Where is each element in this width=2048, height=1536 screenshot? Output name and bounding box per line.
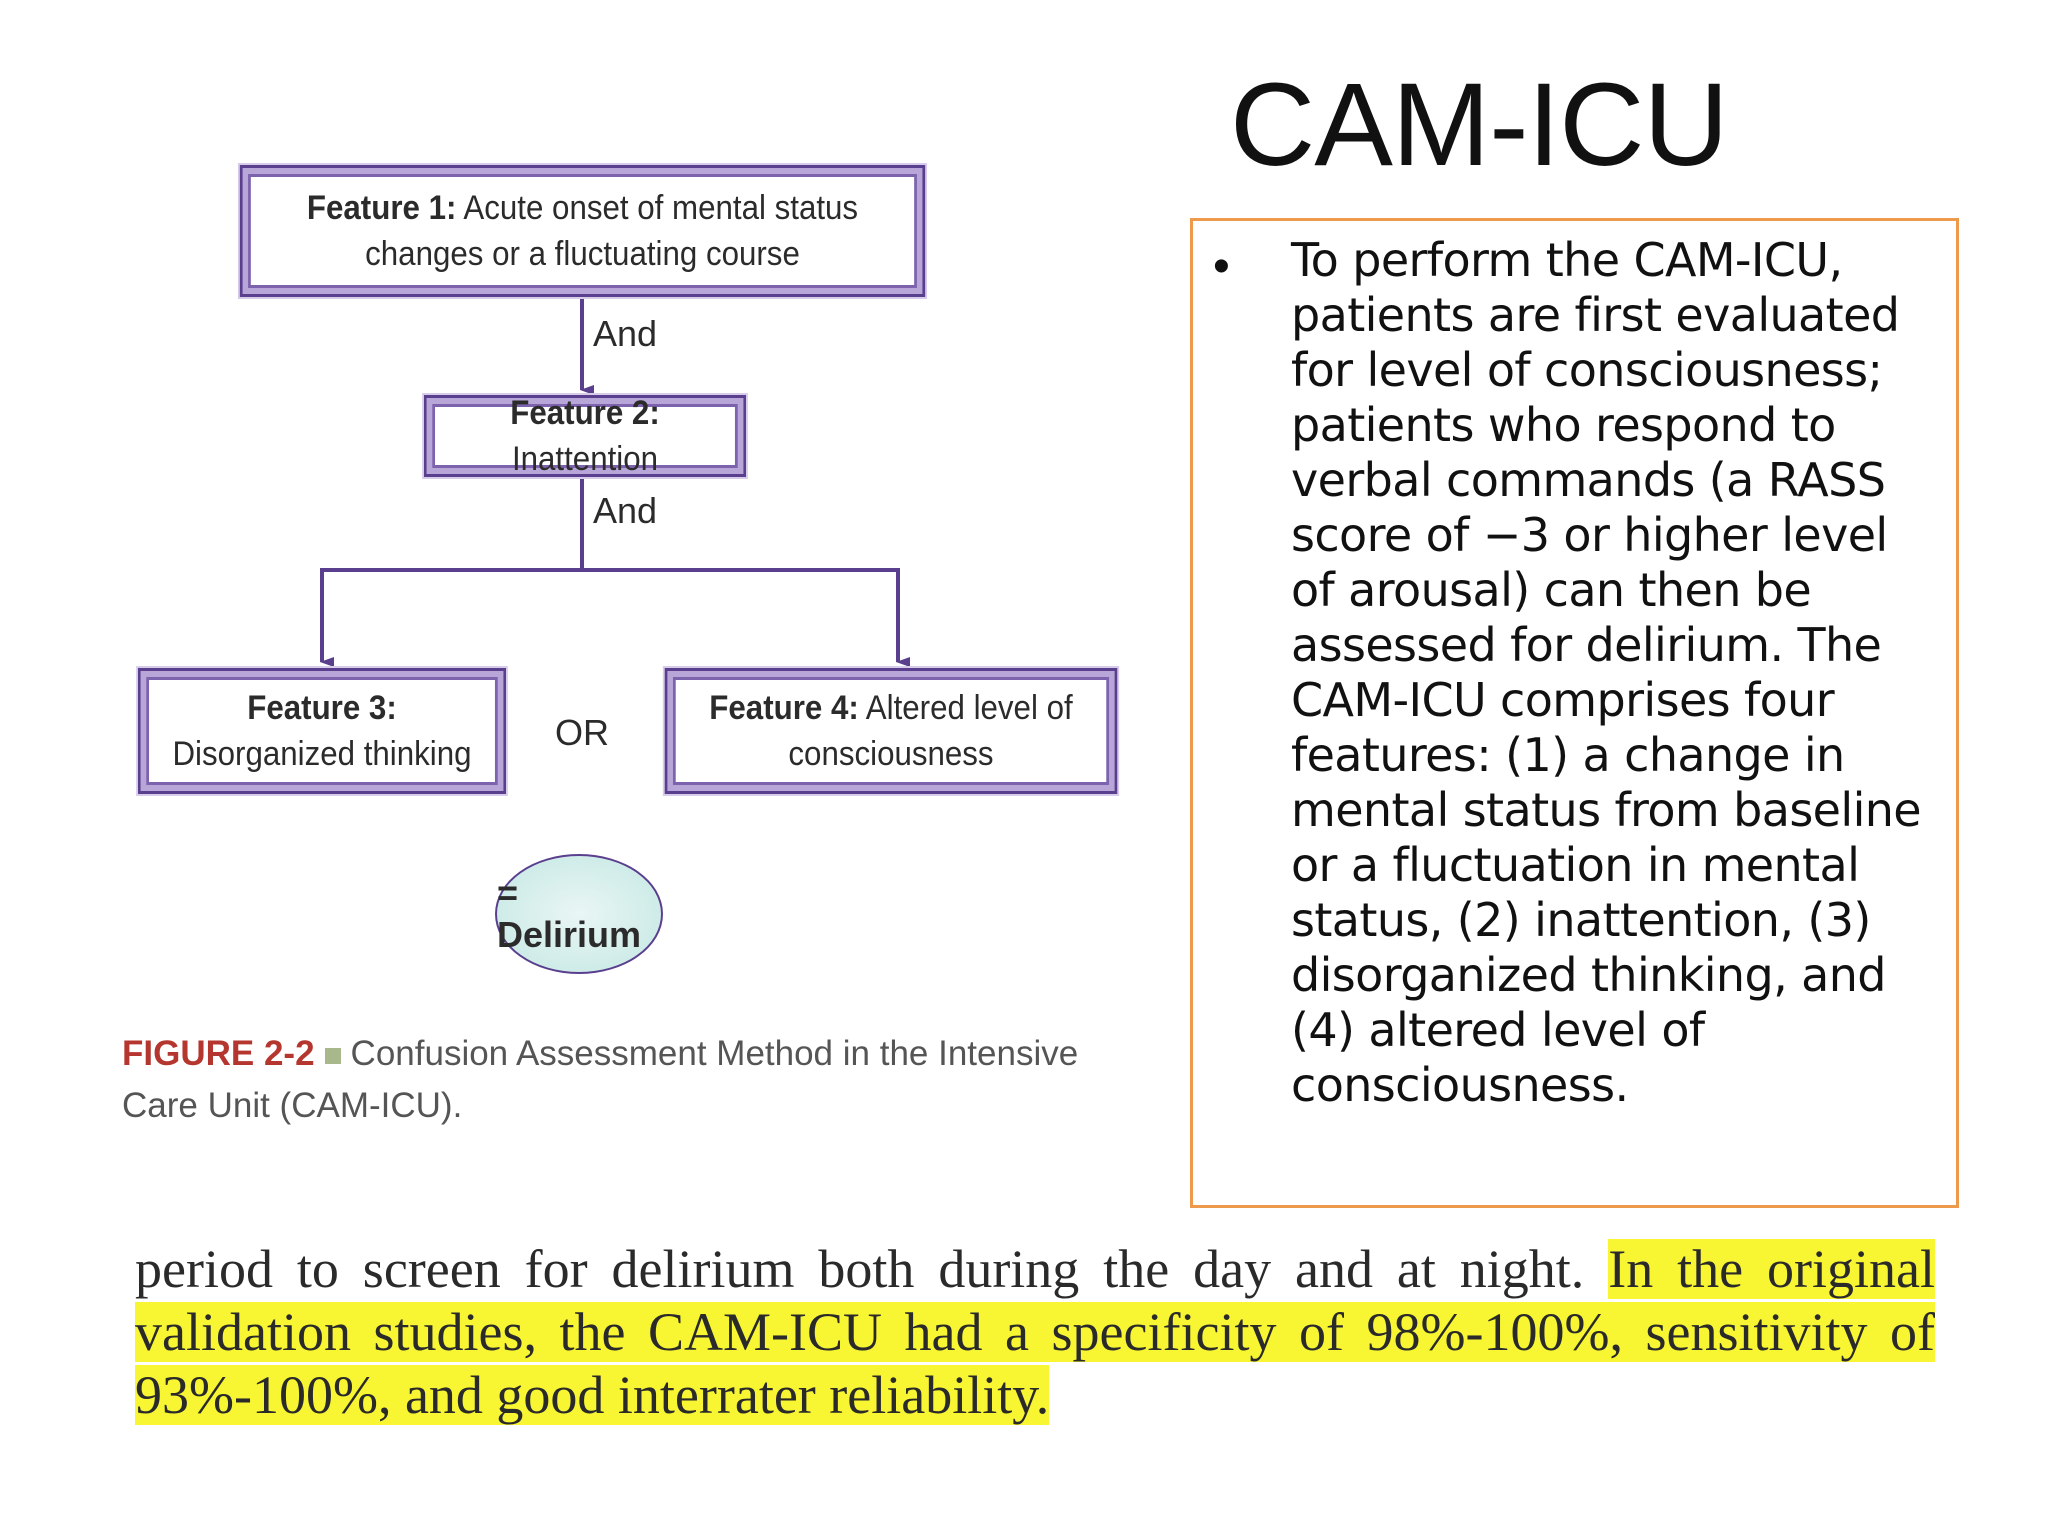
figure-caption-text: Confusion Assessment Method in the Inten… [122, 1034, 1079, 1125]
flowchart-connectors [320, 298, 910, 667]
feature-4-box: Feature 4: Altered level of consciousnes… [664, 668, 1118, 794]
feature-3-text: Disorganized thinking [172, 735, 472, 773]
cam-icu-description-box: • To perform the CAM-ICU, patients are f… [1190, 218, 1959, 1208]
and-label-1: And [593, 313, 658, 354]
feature-4-label: Feature 4: [709, 689, 859, 727]
book-excerpt: period to screen for delirium both durin… [135, 1238, 1935, 1427]
delirium-result-ellipse: = Delirium [495, 854, 663, 974]
excerpt-plain-text: period to screen for delirium both durin… [135, 1239, 1609, 1299]
and-label-2: And [593, 490, 658, 531]
description-text: To perform the CAM-ICU, patients are fir… [1291, 233, 1922, 1112]
delirium-result-label: = Delirium [497, 872, 642, 955]
feature-1-box: Feature 1: Acute onset of mental status … [239, 165, 926, 297]
feature-1-label: Feature 1: [306, 189, 457, 227]
feature-2-box: Feature 2: Inattention [424, 394, 746, 478]
cam-icu-flowchart: Feature 1: Acute onset of mental status … [110, 150, 1160, 1150]
feature-2-text: Inattention [511, 440, 659, 478]
feature-3-box: Feature 3: Disorganized thinking [138, 668, 506, 794]
feature-3-label: Feature 3: [247, 689, 397, 727]
figure-number: FIGURE 2-2 [122, 1034, 315, 1073]
feature-4-text: Altered level of consciousness [788, 689, 1073, 773]
caption-separator-square [324, 1047, 341, 1064]
or-label: OR [555, 712, 609, 753]
bullet-marker: • [1213, 240, 1230, 293]
feature-1-text: Acute onset of mental status changes or … [365, 189, 859, 273]
feature-2-label: Feature 2: [510, 394, 660, 432]
slide-title: CAM-ICU [1230, 59, 1729, 191]
